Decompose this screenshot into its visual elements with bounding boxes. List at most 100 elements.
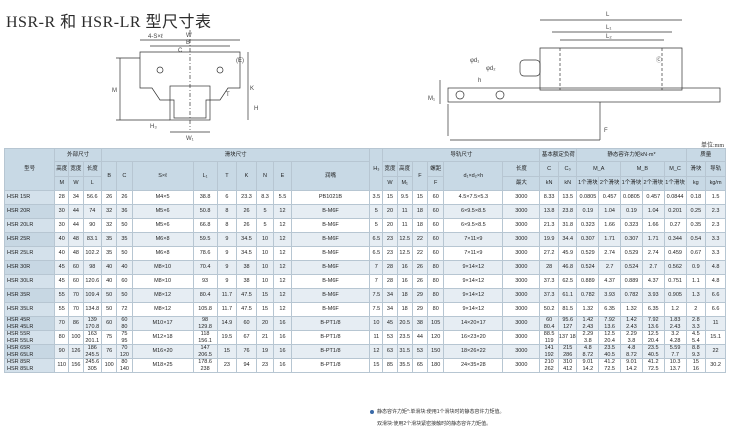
table-cell: 28 [382, 274, 398, 289]
header-c-load: C [539, 161, 559, 177]
table-cell: 70 120 [116, 344, 133, 359]
table-cell: 109.4 [82, 288, 103, 303]
table-cell: 6.35 [641, 302, 665, 317]
table-cell: 0.344 [663, 232, 687, 247]
table-cell: 1.32 [620, 302, 643, 317]
table-cell: 59.5 [192, 232, 218, 247]
table-cell: 78.6 [192, 246, 218, 261]
table-cell: B-PT1/8 [290, 344, 371, 359]
table-cell: 18 [396, 302, 413, 317]
table-cell: 12 [273, 274, 292, 289]
table-cell: 18×26×22 [443, 344, 504, 359]
label-m1: M₁ [428, 96, 435, 102]
table-cell: M8×10 [131, 274, 194, 289]
table-cell: 2.3 [705, 204, 726, 219]
header-two-block-a: 2个滑块 [598, 176, 622, 191]
table-cell: 19 [255, 344, 275, 359]
table-cell: 2.74 [598, 246, 622, 261]
table-cell: 1.66 [641, 218, 665, 233]
table-cell: 29 [411, 288, 429, 303]
table-cell: 50 [116, 288, 133, 303]
table-cell: 50 [101, 302, 118, 317]
header-ma: M_A [576, 161, 622, 177]
table-cell: 50 [116, 218, 133, 233]
table-cell: 7.92 13.6 [598, 316, 622, 331]
table-cell: 12 [273, 232, 292, 247]
table-cell: M18×25 [131, 358, 194, 373]
table-cell: 9×14×12 [443, 274, 504, 289]
table-cell: 2.29 3.8 [620, 330, 643, 345]
table-cell: 80.4 [192, 288, 218, 303]
table-cell: 2 [685, 302, 707, 317]
table-cell: B-M6F [290, 232, 371, 247]
table-cell: 18 [411, 204, 429, 219]
table-cell: 16 [273, 330, 292, 345]
table-cell: 26 [236, 218, 257, 233]
table-cell: 19.5 [216, 330, 238, 345]
table-cell: 41.2 72.5 [598, 358, 622, 373]
table-cell: 60 [427, 204, 445, 219]
table-cell: 12 [369, 344, 384, 359]
table-cell: 0.782 [576, 288, 600, 303]
table-cell: 134.8 [82, 302, 103, 317]
table-cell: 141 192 [539, 344, 559, 359]
model-cell: HSR 45R HSR 45LR [3, 316, 56, 331]
table-cell: 66.8 [192, 218, 218, 233]
label-k: K [250, 86, 254, 92]
table-cell: 34 [382, 302, 398, 317]
table-cell: 40 [101, 274, 118, 289]
table-cell: B-M6F [290, 302, 371, 317]
header-n: N [255, 161, 275, 191]
table-cell: 80 [54, 330, 70, 345]
header-rail: 导轨尺寸 [382, 148, 541, 162]
table-cell: 30.2 [705, 358, 726, 373]
table-cell: 60 80 [116, 316, 133, 331]
table-cell: 27.2 [539, 246, 559, 261]
table-cell: 245.6 305 [82, 358, 103, 373]
table-cell: 0.201 [663, 204, 687, 219]
table-cell: 34.5 [236, 246, 257, 261]
table-cell: 2.74 [641, 246, 665, 261]
table-cell: 70 [54, 316, 70, 331]
table-cell: 21 [255, 330, 275, 345]
header-load: 基本额定负荷 [539, 148, 578, 162]
table-cell: 67 [236, 330, 257, 345]
table-cell: 156 [68, 358, 84, 373]
table-cell: 44 [68, 204, 84, 219]
table-cell: M5×6 [131, 218, 194, 233]
table-cell: 34 [68, 190, 84, 205]
table-cell: 9 [216, 232, 238, 247]
table-cell: B-M6F [290, 204, 371, 219]
table-cell: 98 [82, 260, 103, 275]
technical-drawing: 4-S×ℓ W B C M K H W₁ (E) T H₃ L L₁ L₂ Ⓒ … [112, 12, 721, 142]
table-cell: 14×20×17 [443, 316, 504, 331]
table-cell: 0.27 [663, 218, 687, 233]
table-cell: 180 [427, 358, 445, 373]
table-cell: 32 [101, 204, 118, 219]
unit-label: 单位:mm [700, 143, 724, 149]
front-view-block [139, 51, 241, 119]
table-cell: 6.35 [598, 302, 622, 317]
table-cell: 16 [396, 260, 413, 275]
table-cell: 28 [382, 260, 398, 275]
table-cell: 26 [116, 190, 133, 205]
table-cell: 29 [411, 302, 429, 317]
table-cell: 0.35 [685, 218, 707, 233]
table-cell: 2.3 [705, 218, 726, 233]
label-m: M [112, 88, 117, 94]
table-cell: 23 [216, 358, 238, 373]
table-cell: 94 [236, 358, 257, 373]
table-cell: M12×18 [131, 330, 194, 345]
table-cell: 4.37 [641, 274, 665, 289]
table-cell: 85 [382, 358, 398, 373]
table-cell: 137 183 [557, 330, 578, 345]
table-cell: 16 [396, 274, 413, 289]
label-phi-d1: φd₁ [470, 58, 479, 64]
header-grease: 润嘴 [290, 161, 371, 191]
table-cell: 60 [236, 316, 257, 331]
